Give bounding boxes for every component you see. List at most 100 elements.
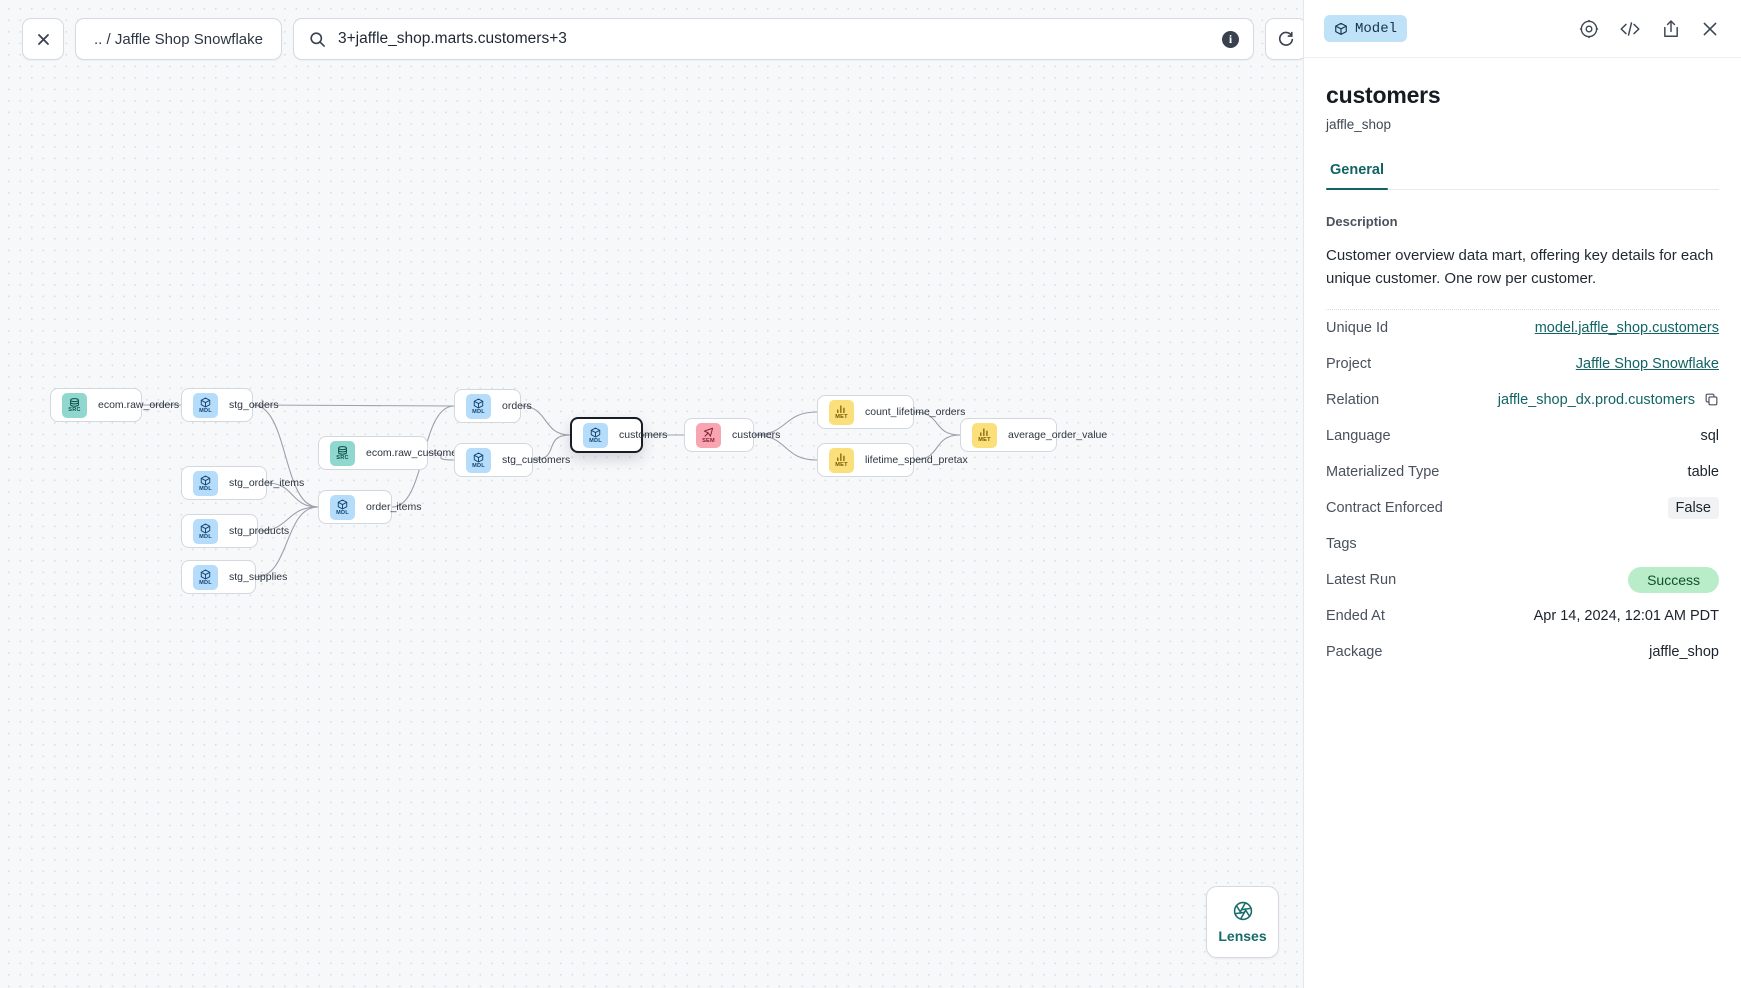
src-node-icon: SRC xyxy=(330,440,355,466)
property-link[interactable]: jaffle_shop_dx.prod.customers xyxy=(1497,391,1695,408)
node-type-label: MET xyxy=(835,462,848,468)
node-type-label: MDL xyxy=(336,509,349,516)
graph-node-orders[interactable]: MDL orders xyxy=(454,389,532,423)
panel-header: Model xyxy=(1304,0,1741,58)
lenses-button[interactable]: Lenses xyxy=(1206,886,1279,958)
description-label: Description xyxy=(1326,214,1398,229)
node-type-label: MDL xyxy=(472,462,485,469)
graph-node-lifetime-spend-pretax[interactable]: MET lifetime_spend_pretax xyxy=(817,443,968,477)
graph-node-stg-order-items[interactable]: MDL stg_order_items xyxy=(181,466,304,500)
mdl-node-icon: MDL xyxy=(330,494,355,520)
src-node-icon: SRC xyxy=(62,392,87,418)
page-subtitle: jaffle_shop xyxy=(1326,117,1392,132)
aperture-icon xyxy=(1233,901,1252,921)
property-key: Contract Enforced xyxy=(1326,499,1443,516)
graph-edge xyxy=(255,506,319,578)
graph-node-label: stg_supplies xyxy=(229,571,288,583)
node-type-label: SEM xyxy=(702,437,715,444)
close-lineage-button[interactable] xyxy=(22,18,64,60)
property-link[interactable]: model.jaffle_shop.customers xyxy=(1534,319,1719,336)
close-icon xyxy=(37,33,49,45)
graph-node-label: stg_products xyxy=(229,525,290,537)
property-key: Relation xyxy=(1326,391,1380,408)
graph-node-label: count_lifetime_orders xyxy=(865,406,966,418)
panel-title-block: customers jaffle_shop xyxy=(1304,58,1741,132)
met-node-icon: MET xyxy=(972,422,997,448)
graph-node-stg-customers[interactable]: MDL stg_customers xyxy=(454,443,570,477)
model-type-chip[interactable]: Model xyxy=(1324,15,1408,42)
search-input[interactable] xyxy=(338,30,1210,48)
node-type-label: MET xyxy=(978,437,991,443)
node-type-label: SRC xyxy=(336,454,349,461)
explore-icon[interactable] xyxy=(1579,19,1599,39)
property-value-wrap: table xyxy=(1688,464,1719,480)
property-row: Tags xyxy=(1326,526,1719,562)
cube-icon xyxy=(1335,22,1347,35)
property-value-wrap: jaffle_shop xyxy=(1649,644,1719,660)
model-chip-label: Model xyxy=(1355,20,1398,37)
mdl-node-icon: MDL xyxy=(466,447,491,473)
search-bar[interactable]: i xyxy=(293,18,1254,60)
met-node-icon: MET xyxy=(829,447,854,473)
refresh-button[interactable] xyxy=(1265,18,1303,60)
page-title: customers xyxy=(1326,82,1441,108)
property-value-wrap: Success xyxy=(1628,566,1719,593)
property-key: Tags xyxy=(1326,535,1357,552)
info-icon[interactable]: i xyxy=(1222,30,1239,48)
close-panel-icon[interactable] xyxy=(1701,20,1719,38)
details-panel: Model xyxy=(1303,0,1741,988)
property-key: Unique Id xyxy=(1326,319,1389,336)
panel-actions xyxy=(1579,19,1719,39)
share-icon[interactable] xyxy=(1661,19,1681,39)
copy-icon[interactable] xyxy=(1704,392,1719,407)
graph-node-label: orders xyxy=(502,400,532,412)
property-value: jaffle_shop xyxy=(1649,643,1719,660)
description-text: Customer overview data mart, offering ke… xyxy=(1326,245,1719,310)
mdl-node-icon: MDL xyxy=(193,470,218,496)
property-link[interactable]: Jaffle Shop Snowflake xyxy=(1575,355,1719,372)
graph-node-label: stg_orders xyxy=(229,399,279,411)
tab-general[interactable]: General xyxy=(1326,162,1388,190)
node-type-label: MDL xyxy=(199,579,212,586)
property-value: table xyxy=(1687,463,1719,480)
graph-node-label: lifetime_spend_pretax xyxy=(865,454,968,466)
mdl-node-icon: MDL xyxy=(193,564,218,590)
graph-node-label: stg_order_items xyxy=(229,477,305,489)
node-type-label: MDL xyxy=(472,408,485,415)
panel-body: Description Customer overview data mart,… xyxy=(1304,190,1741,670)
property-value-wrap: False xyxy=(1667,496,1719,519)
graph-node-stg-products[interactable]: MDL stg_products xyxy=(181,514,289,548)
status-badge: Success xyxy=(1628,566,1719,593)
refresh-icon xyxy=(1278,31,1294,46)
property-row: Relation jaffle_shop_dx.prod.customers xyxy=(1326,382,1719,418)
property-value: Apr 14, 2024, 12:01 AM PDT xyxy=(1533,607,1719,624)
mdl-node-icon: MDL xyxy=(583,422,608,448)
node-type-label: MDL xyxy=(199,533,212,540)
property-value-wrap: sql xyxy=(1700,428,1719,444)
graph-node-stg-supplies[interactable]: MDL stg_supplies xyxy=(181,560,287,594)
property-key: Ended At xyxy=(1326,607,1385,624)
breadcrumb[interactable]: .. / Jaffle Shop Snowflake xyxy=(75,18,282,60)
mdl-node-icon: MDL xyxy=(466,393,491,419)
property-value: sql xyxy=(1700,427,1719,444)
property-row: Unique Id model.jaffle_shop.customers xyxy=(1326,310,1719,346)
property-value-wrap: model.jaffle_shop.customers xyxy=(1535,320,1719,336)
code-icon[interactable] xyxy=(1619,19,1641,39)
mdl-node-icon: MDL xyxy=(193,518,218,544)
graph-node-label: stg_customers xyxy=(502,454,571,466)
